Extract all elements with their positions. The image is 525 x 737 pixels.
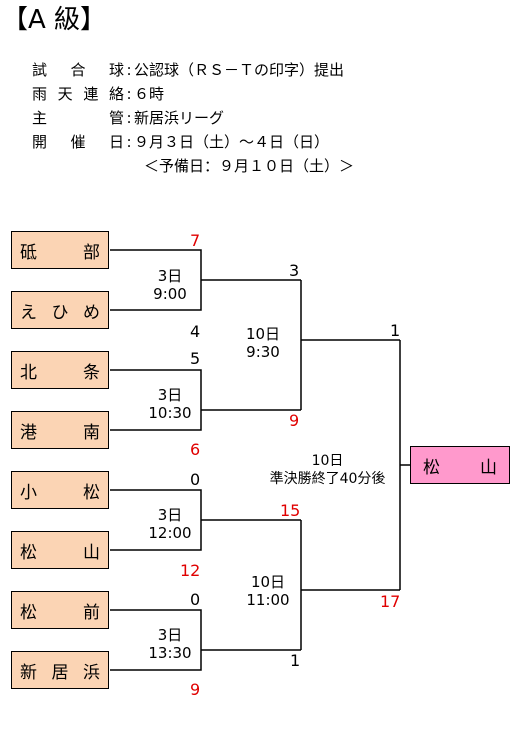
info-value: ９月３日（土）～４日（日） [134,133,330,151]
info-row-dates: 開催日 :９月３日（土）～４日（日） [32,130,354,154]
score: 9 [190,680,201,699]
info-label: 雨天連絡 [32,85,124,103]
score: 6 [190,440,201,459]
info-value: 公認球（ＲＳ－Ｔの印字）提出 [134,61,345,79]
team-box: えひめ [11,291,109,329]
score: 12 [180,561,201,580]
team-box: 松山 [11,531,109,569]
info-value: ６時 [134,85,165,103]
score: 5 [190,349,201,368]
team-box: 小松 [11,471,109,509]
score: 9 [289,411,300,430]
info-label: 主管 [32,109,124,127]
champion-box: 松山 [410,446,510,484]
score: 0 [190,590,201,609]
team-box: 松前 [11,591,109,629]
score: 1 [290,651,301,670]
info-label: 試合球 [32,61,124,79]
team-box: 港南 [11,411,109,449]
team-box: 北条 [11,351,109,389]
info-label: 開催日 [32,133,124,151]
reserve-date: ＜予備日：９月１０日（土）＞ [144,157,355,175]
info-row-host: 主管 :新居浜リーグ [32,106,354,130]
info-row-rain: 雨天連絡 :６時 [32,82,354,106]
bracket-line-r1-b [110,369,202,431]
team-box: 新居浜 [11,651,109,689]
bracket-line-r1-d [110,609,202,671]
team-box: 砥部 [11,231,109,269]
score: 3 [289,261,300,280]
info-value: 新居浜リーグ [134,109,225,127]
info-row-ball: 試合球 :公認球（ＲＳ－Ｔの印字）提出 [32,58,354,82]
score: 7 [190,231,201,250]
page-title: 【A 級】 [2,5,107,35]
match-schedule: 10日準決勝終了40分後 [269,453,386,487]
tournament-info: 試合球 :公認球（ＲＳ－Ｔの印字）提出 雨天連絡 :６時 主管 :新居浜リーグ … [32,58,354,178]
score: 17 [380,592,401,611]
score: 0 [190,470,201,489]
score: 4 [190,322,201,341]
score: 1 [390,321,401,340]
score: 15 [280,501,301,520]
